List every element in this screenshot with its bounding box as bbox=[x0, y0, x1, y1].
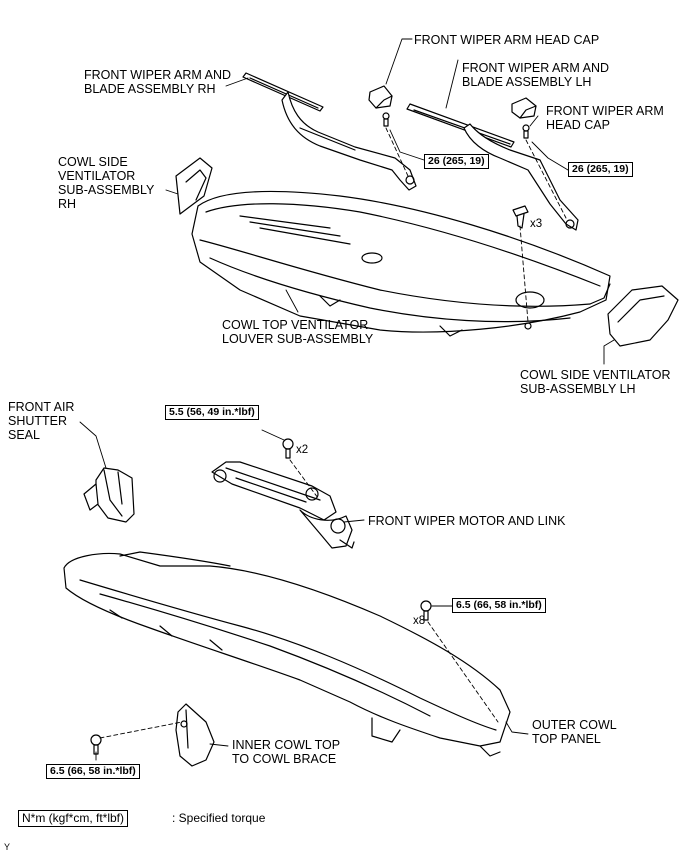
label-motor-link: FRONT WIPER MOTOR AND LINK bbox=[368, 514, 566, 528]
cowl-side-ventilator-rh bbox=[175, 157, 213, 215]
cowl-side-ventilator-lh bbox=[607, 285, 679, 347]
torque-arm-rh: 26 (265, 19) bbox=[424, 154, 489, 169]
clip-fastener bbox=[512, 205, 529, 229]
qty-motor-bolts: x2 bbox=[296, 444, 309, 456]
brace-bolt bbox=[90, 734, 102, 755]
cowl-top-louver bbox=[191, 190, 611, 337]
legend-unit-box: N*m (kgf*cm, ft*lbf) bbox=[18, 810, 129, 827]
torque-motor: 5.5 (56, 49 in.*lbf) bbox=[165, 405, 259, 420]
head-cap-right bbox=[511, 97, 537, 139]
inner-cowl-top-brace bbox=[175, 703, 215, 767]
torque-brace: 6.5 (66, 58 in.*lbf) bbox=[46, 764, 140, 779]
torque-arm-lh: 26 (265, 19) bbox=[568, 162, 633, 177]
qty-clips: x3 bbox=[530, 218, 543, 230]
motor-bolt bbox=[282, 438, 294, 459]
front-wiper-motor-and-link bbox=[211, 461, 355, 549]
panel-bolt bbox=[420, 600, 432, 621]
wiper-arm-lh bbox=[406, 103, 579, 231]
legend-description: : Specified torque bbox=[172, 811, 266, 825]
corner-mark: Y bbox=[4, 842, 11, 852]
wiper-arm-rh bbox=[242, 72, 417, 191]
qty-panel-bolts: x8 bbox=[413, 615, 426, 627]
head-cap-top bbox=[368, 85, 393, 127]
torque-outer-panel: 6.5 (66, 58 in.*lbf) bbox=[452, 598, 546, 613]
front-air-shutter-seal bbox=[83, 467, 135, 523]
label-head-cap-top: FRONT WIPER ARM HEAD CAP bbox=[414, 33, 600, 47]
outer-cowl-top-panel bbox=[63, 551, 511, 757]
